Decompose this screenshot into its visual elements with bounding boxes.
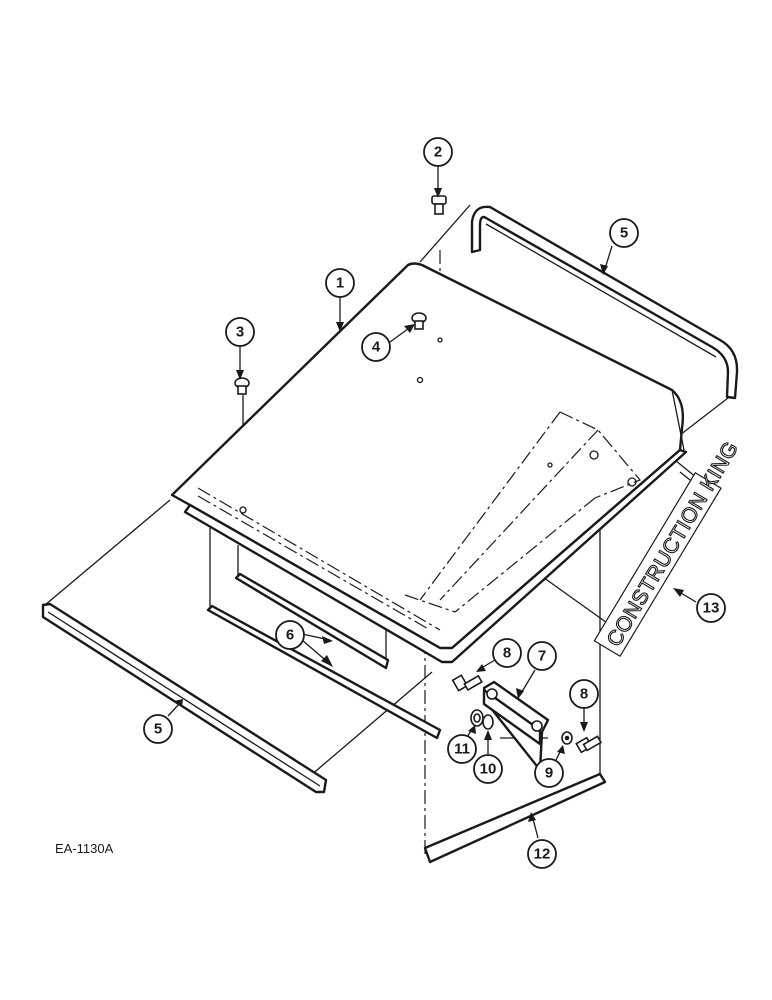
hood-panel (170, 262, 688, 664)
callout-5-front: 5 (143, 714, 173, 744)
callout-12: 12 (527, 839, 557, 869)
callout-9: 9 (534, 758, 564, 788)
nut-part-10 (482, 714, 494, 730)
washer-part-9 (561, 731, 573, 745)
callout-4: 4 (361, 332, 391, 362)
callout-8-right: 8 (569, 679, 599, 709)
callout-13: 13 (696, 593, 726, 623)
callout-label: 3 (236, 324, 244, 341)
callout-label: 13 (703, 600, 720, 617)
callout-label: 2 (434, 144, 442, 161)
nut-part-11 (470, 709, 484, 727)
bottom-strip (423, 772, 607, 864)
callout-7: 7 (527, 641, 557, 671)
bolt-part-2 (431, 195, 447, 215)
callout-label: 6 (286, 627, 294, 644)
callout-2: 2 (423, 137, 453, 167)
front-trim-strip (41, 602, 328, 794)
callout-label: 8 (503, 645, 511, 662)
plug-part-4 (411, 312, 427, 330)
callout-6: 6 (275, 620, 305, 650)
plug-part-3 (234, 377, 250, 395)
callout-3: 3 (225, 317, 255, 347)
bolt-part-8-left (451, 674, 483, 692)
bolt-part-8-right (575, 735, 603, 754)
rear-trim-strip (470, 205, 739, 400)
callout-1: 1 (325, 268, 355, 298)
callout-8-left: 8 (492, 638, 522, 668)
callout-label: 1 (336, 275, 344, 292)
callout-5-top: 5 (609, 218, 639, 248)
callout-label: 10 (480, 761, 497, 778)
figure-reference-code: EA-1130A (55, 841, 114, 856)
callout-11: 11 (447, 734, 477, 764)
inner-strips (206, 572, 442, 740)
callout-label: 4 (372, 339, 381, 356)
callout-label: 12 (534, 846, 551, 863)
callout-leaders (167, 166, 697, 839)
callout-10: 10 (473, 754, 503, 784)
bracket-part-7 (482, 680, 550, 772)
callout-label: 7 (538, 648, 546, 665)
callout-label: 5 (154, 721, 162, 738)
callout-label: 8 (580, 686, 588, 703)
callout-label: 5 (620, 225, 628, 242)
callout-label: 11 (454, 741, 470, 758)
callout-label: 9 (545, 765, 553, 782)
